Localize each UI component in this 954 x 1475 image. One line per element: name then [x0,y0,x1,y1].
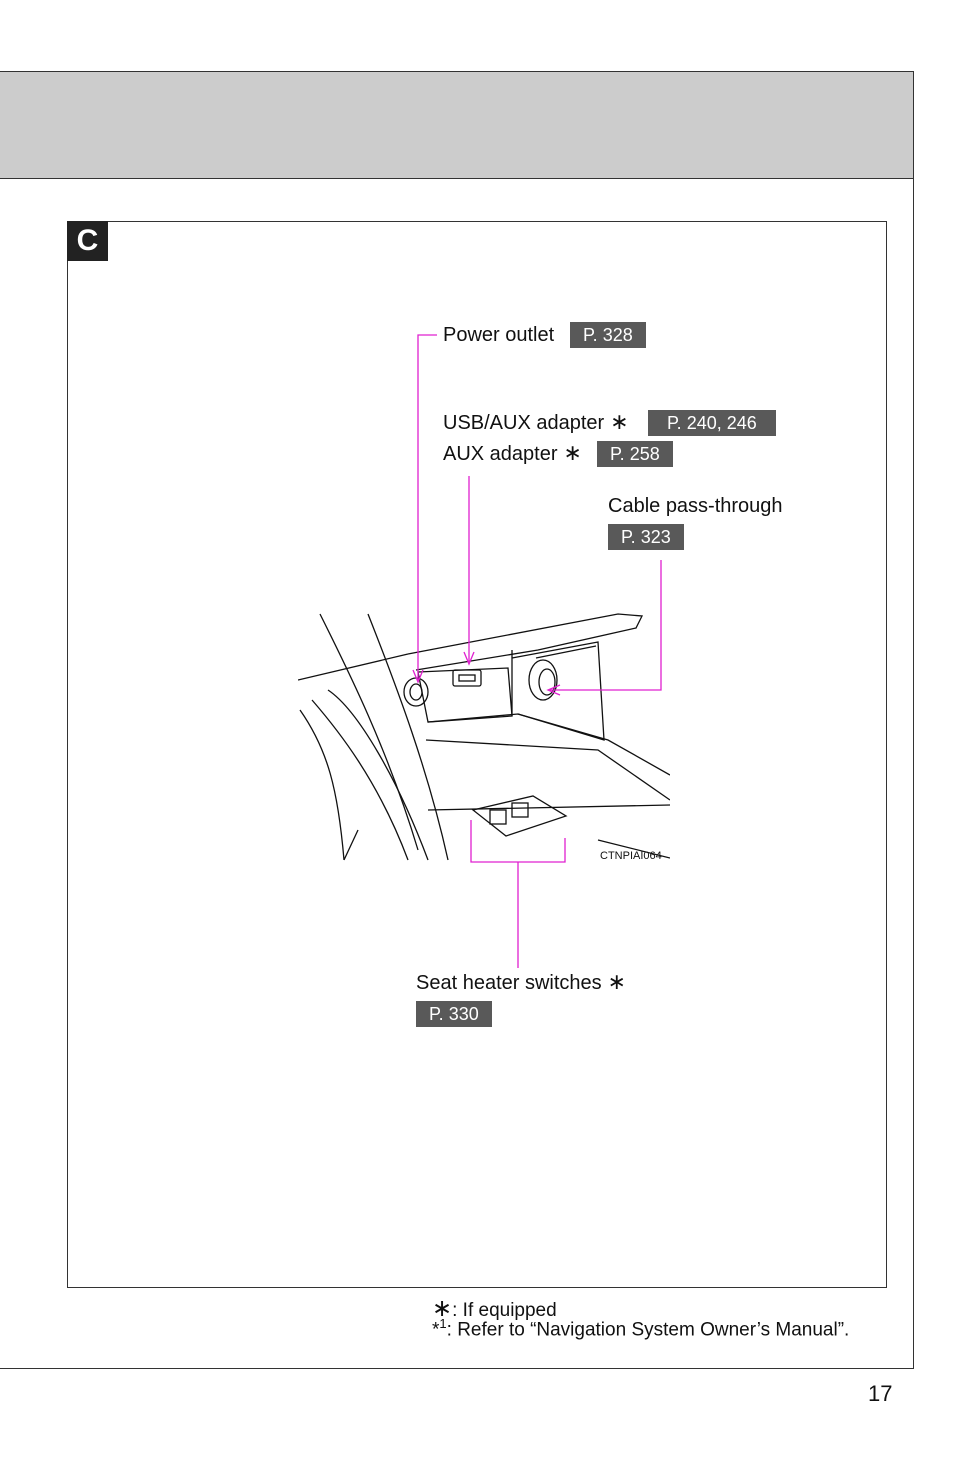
figure-code: CTNPIAI064 [600,850,662,862]
aux-adapter-page-ref[interactable]: P. 258 [597,441,673,467]
page-frame [0,179,914,1369]
section-tag: C [67,221,108,261]
aux-adapter-label: AUX adapter∗ [443,441,582,466]
cable-pass-through-page-ref[interactable]: P. 323 [608,524,684,550]
if-equipped-mark: ∗ [610,410,629,435]
illustration-panel [67,221,887,1288]
header-band [0,71,914,179]
footnote-if-equipped: ∗: If equipped [432,1294,557,1322]
usb-aux-adapter-label: USB/AUX adapter∗ [443,410,629,435]
power-outlet-page-ref[interactable]: P. 328 [570,322,646,348]
cable-pass-through-label: Cable pass-through [608,495,783,517]
if-equipped-mark: ∗ [607,970,627,995]
if-equipped-mark: ∗ [432,1294,453,1322]
page-number: 17 [868,1381,893,1406]
usb-aux-adapter-page-ref[interactable]: P. 240, 246 [648,410,776,436]
if-equipped-mark: ∗ [563,441,582,466]
footnote-navigation-manual: *1: Refer to “Navigation System Owner’s … [432,1316,850,1341]
console-illustration [298,613,670,861]
seat-heater-switches-page-ref[interactable]: P. 330 [416,1001,492,1027]
power-outlet-label: Power outlet [443,324,555,346]
seat-heater-switches-label: Seat heater switches∗ [416,970,627,995]
